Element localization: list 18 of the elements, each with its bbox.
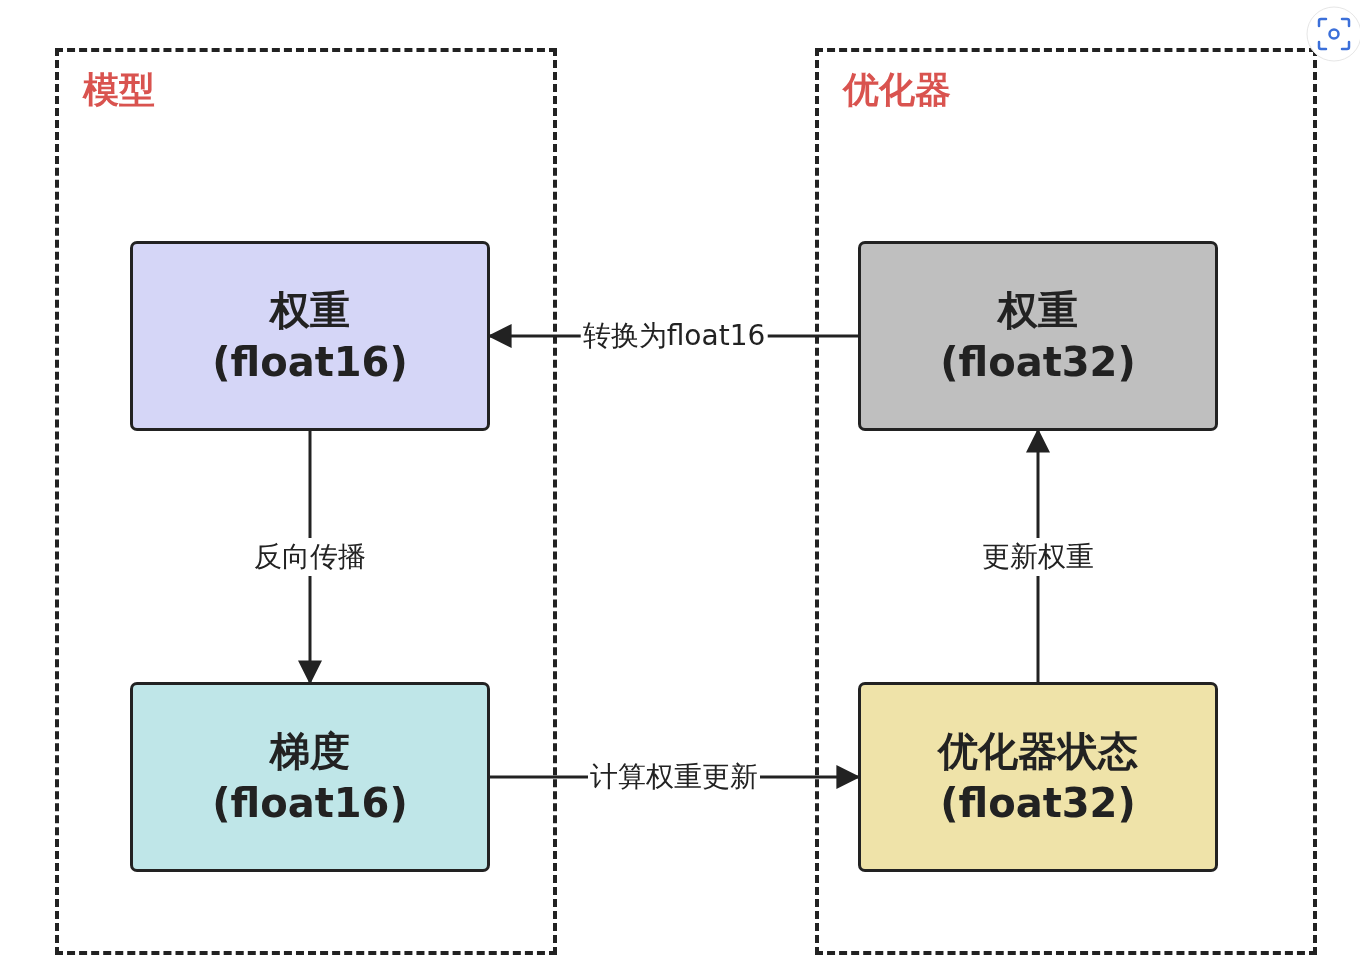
node-title: 权重 <box>998 286 1078 335</box>
node-subtitle: (float16) <box>212 338 408 387</box>
dashed-group-frame <box>815 48 1317 955</box>
node-subtitle: (float16) <box>212 779 408 828</box>
process-box <box>858 682 1218 872</box>
edge-label: 更新权重 <box>980 537 1096 576</box>
process-box <box>130 241 490 431</box>
node-title: 优化器状态 <box>938 727 1138 776</box>
group-title: 模型 <box>83 68 155 112</box>
node-title: 权重 <box>270 286 350 335</box>
dashed-group-frame <box>55 48 557 955</box>
group-title: 优化器 <box>843 68 951 112</box>
node-subtitle: (float32) <box>940 338 1136 387</box>
process-box <box>858 241 1218 431</box>
node-subtitle: (float32) <box>940 779 1136 828</box>
node-title: 梯度 <box>270 727 350 776</box>
edge-label: 反向传播 <box>252 537 368 576</box>
process-box <box>130 682 490 872</box>
